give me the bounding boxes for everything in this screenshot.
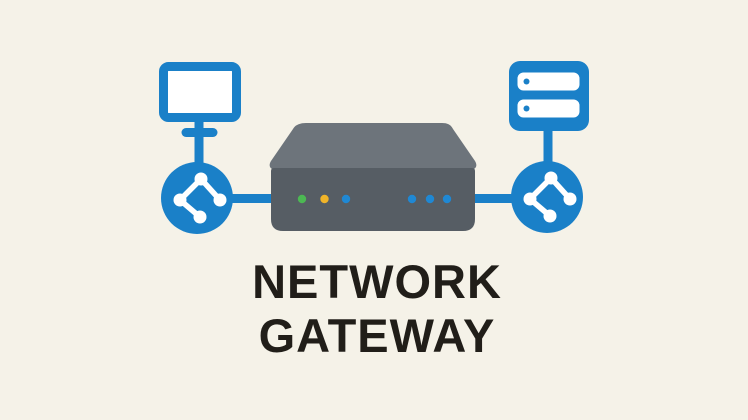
server-bay-top-dot bbox=[523, 78, 530, 85]
led-blue-1 bbox=[341, 194, 351, 204]
connection-line-right bbox=[471, 194, 516, 203]
gateway-box-front bbox=[271, 168, 475, 231]
monitor-stand-foot bbox=[181, 128, 218, 137]
led-blue-3 bbox=[425, 194, 435, 204]
server-bay-bottom bbox=[517, 99, 580, 118]
gateway-box-top bbox=[269, 123, 477, 170]
led-blue-4 bbox=[442, 194, 452, 204]
title-line-2: GATEWAY bbox=[259, 309, 496, 362]
server-bay-bottom-dot bbox=[523, 105, 530, 112]
led-blue-2 bbox=[407, 194, 417, 204]
monitor-stand-stem-line bbox=[194, 120, 204, 170]
led-amber bbox=[320, 194, 329, 204]
title-line-1: NETWORK bbox=[252, 255, 502, 308]
gateway-box-icon bbox=[269, 123, 477, 231]
left-node-circle bbox=[161, 162, 233, 234]
server-body bbox=[509, 61, 589, 131]
monitor-screen bbox=[159, 62, 241, 122]
connection-line-left bbox=[228, 194, 276, 203]
server-icon bbox=[509, 61, 589, 131]
led-green bbox=[297, 194, 307, 204]
server-stem-line bbox=[543, 126, 553, 168]
right-network-node-icon bbox=[511, 161, 583, 233]
left-network-node-icon bbox=[161, 162, 233, 234]
right-node-circle bbox=[511, 161, 583, 233]
monitor-icon bbox=[159, 62, 241, 137]
server-bay-top bbox=[517, 72, 580, 91]
